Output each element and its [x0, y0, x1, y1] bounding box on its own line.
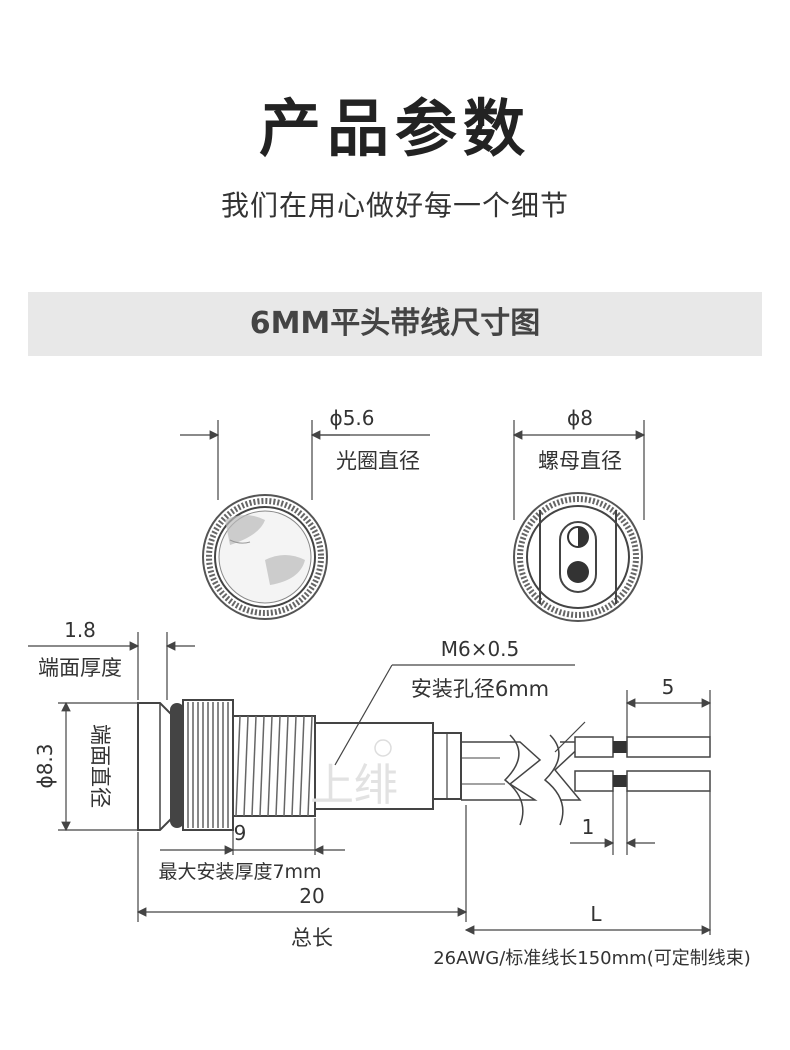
face-thickness-value: 1.8 [64, 618, 96, 642]
lens-front-view [202, 494, 328, 620]
strip-length-value: 5 [662, 675, 675, 699]
thread-label: 安装孔径6mm [411, 677, 549, 701]
tin-length-value: 1 [582, 815, 595, 839]
face-diameter-label: 端面直径 [88, 724, 112, 808]
section-banner: 6MM平头带线尺寸图 [28, 292, 762, 356]
section-banner-label: 6MM平头带线尺寸图 [249, 306, 541, 341]
thread-spec: M6×0.5 [441, 637, 520, 661]
face-diameter-value: ϕ8.3 [33, 744, 57, 789]
install-length-label: 最大安装厚度7mm [158, 861, 321, 883]
watermark-text: 上绯 [310, 760, 398, 811]
connector-side-view: 上绯 [137, 699, 711, 831]
cable-length-label: 26AWG/标准线长150mm(可定制线束) [433, 948, 751, 969]
total-length-label: 总长 [291, 926, 333, 950]
page-subtitle: 我们在用心做好每一个细节 [220, 189, 569, 222]
page-title: 产品参数 [258, 92, 531, 165]
cable-length-value: L [590, 902, 602, 926]
face-thickness-label: 端面厚度 [38, 656, 122, 680]
nut-diameter-label: 螺母直径 [538, 449, 622, 473]
lens-diameter-value: ϕ5.6 [330, 406, 375, 430]
nut-front-view [513, 492, 643, 622]
install-length-value: 9 [234, 821, 247, 845]
nut-diameter-value: ϕ8 [567, 406, 593, 430]
total-length-value: 20 [299, 884, 324, 908]
lens-diameter-label: 光圈直径 [336, 449, 420, 473]
